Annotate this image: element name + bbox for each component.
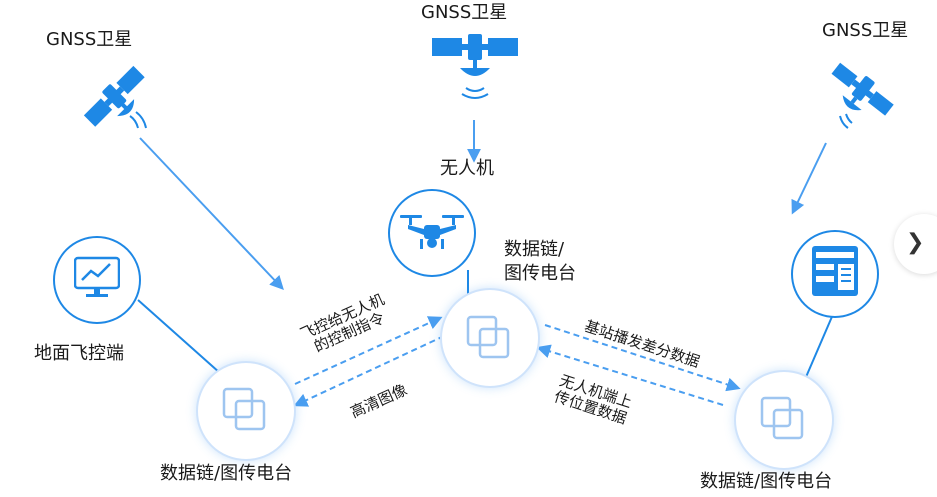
relay-right-node [734, 370, 834, 470]
relay-right-label: 数据链/图传电台 [700, 471, 833, 492]
satellite-icon [83, 65, 147, 129]
gnss-center-label: GNSS卫星 [421, 2, 508, 23]
next-slide-button[interactable]: ❯ [894, 214, 937, 274]
gnss-left-signal-arrow [139, 137, 284, 291]
ground-station-node [53, 236, 141, 324]
gnss-right-label: GNSS卫星 [822, 20, 909, 41]
server-to-relay-link [805, 311, 835, 378]
hd-image-arrow [293, 335, 445, 407]
satellite-icon [432, 34, 518, 99]
chevron-right-icon: ❯ [906, 230, 925, 255]
base-station-node [791, 230, 879, 318]
uav-position-arrow [536, 344, 724, 406]
ground-station-label: 地面飞控端 [34, 343, 124, 364]
overlap-squares-icon [760, 396, 804, 440]
overlap-squares-icon [466, 315, 510, 359]
monitor-chart-icon [74, 256, 120, 297]
gnss-right-signal-arrow [791, 142, 827, 215]
ground-to-relay-link [137, 299, 221, 374]
gnss-left-label: GNSS卫星 [46, 29, 133, 50]
relay-center-node [440, 288, 540, 388]
relay-center-label-line1: 数据链/ [504, 239, 565, 260]
drone-icon [400, 215, 464, 249]
relay-left-node [196, 361, 296, 461]
relay-center-label-line2: 图传电台 [504, 263, 576, 284]
base-broadcast-arrow [544, 324, 741, 392]
relay-left-label: 数据链/图传电台 [160, 463, 293, 484]
satellite-icon [831, 62, 894, 129]
overlap-squares-icon [222, 387, 266, 431]
server-icon [812, 246, 858, 296]
control-command-arrow [294, 316, 443, 385]
uav-label: 无人机 [440, 158, 494, 179]
